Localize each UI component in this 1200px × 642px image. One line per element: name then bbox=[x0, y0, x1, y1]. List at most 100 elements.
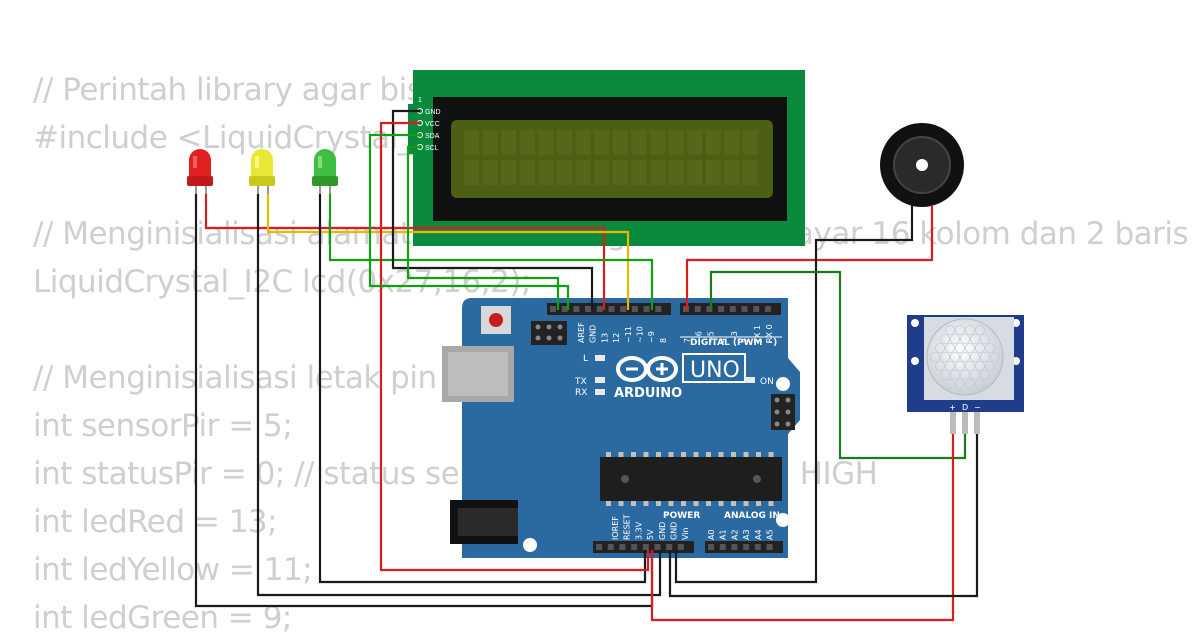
pir-lens-cell bbox=[980, 351, 991, 362]
header-hole[interactable] bbox=[643, 306, 650, 312]
header-hole[interactable] bbox=[561, 306, 568, 312]
lcd-cell bbox=[631, 160, 647, 185]
pin-label: ~11 bbox=[624, 326, 633, 343]
icsp-pin bbox=[785, 421, 791, 427]
pin-label: 8 bbox=[659, 338, 668, 343]
header-hole[interactable] bbox=[677, 544, 684, 550]
lcd-module: 1 GND VCC SDA SCL bbox=[408, 70, 805, 246]
header-hole[interactable] bbox=[753, 306, 760, 312]
chip-leg bbox=[631, 452, 636, 457]
chip-leg bbox=[706, 452, 711, 457]
arduino-logo-icon bbox=[616, 356, 678, 382]
pir-hole bbox=[911, 357, 919, 365]
header-hole[interactable] bbox=[607, 544, 614, 550]
header-hole[interactable] bbox=[706, 306, 713, 312]
lcd-cell bbox=[501, 130, 517, 155]
pir-lens-cell bbox=[935, 360, 946, 371]
power-jack-icon bbox=[450, 500, 518, 544]
chip-leg bbox=[718, 501, 724, 506]
buzzer-icon bbox=[880, 123, 964, 207]
lcd-cell bbox=[575, 130, 591, 155]
header-hole[interactable] bbox=[666, 544, 673, 550]
wire-lcd-gnd bbox=[391, 109, 594, 310]
pin-label: A4 bbox=[754, 529, 763, 540]
header-hole[interactable] bbox=[741, 306, 748, 312]
lcd-cell bbox=[687, 160, 703, 185]
uno-label: UNO bbox=[690, 358, 740, 383]
header-hole[interactable] bbox=[729, 306, 736, 312]
icsp-pin bbox=[546, 335, 552, 341]
pir-lens-cell bbox=[930, 351, 941, 362]
pin-label: A5 bbox=[766, 529, 775, 540]
chip-leg bbox=[768, 452, 774, 457]
header-hole[interactable] bbox=[718, 306, 725, 312]
header-hole[interactable] bbox=[631, 544, 638, 550]
led-yellow-dome bbox=[251, 149, 273, 176]
lcd-cell bbox=[631, 130, 647, 155]
pir-lens-cell bbox=[960, 333, 971, 344]
led-yellow-shine bbox=[255, 156, 259, 168]
pir-lens-cell bbox=[955, 378, 966, 389]
header-hole[interactable] bbox=[654, 544, 661, 550]
wire-yellow-led-pin11 bbox=[266, 194, 630, 310]
chip-leg bbox=[768, 501, 774, 506]
header-hole[interactable] bbox=[719, 544, 726, 550]
header-hole[interactable] bbox=[708, 544, 714, 550]
pir-pin-vcc[interactable] bbox=[950, 412, 956, 434]
header-hole[interactable] bbox=[550, 306, 556, 312]
chip-leg bbox=[643, 452, 649, 457]
header-hole[interactable] bbox=[585, 306, 592, 312]
icsp-pin bbox=[774, 421, 780, 427]
buzzer-hole bbox=[916, 159, 928, 171]
code-line: LiquidCrystal_I2C lcd(0x27,16,2); bbox=[33, 264, 531, 300]
pir-lens-cell bbox=[950, 369, 961, 380]
wire-pir-gnd bbox=[668, 434, 979, 598]
icsp-pin bbox=[785, 409, 791, 415]
header-hole[interactable] bbox=[596, 544, 602, 550]
icsp-pin bbox=[546, 324, 552, 330]
header-hole[interactable] bbox=[596, 306, 603, 312]
header-hole[interactable] bbox=[631, 306, 638, 312]
lcd-pin-label: SDA bbox=[425, 133, 440, 140]
header-hole[interactable] bbox=[764, 306, 771, 312]
header-hole[interactable] bbox=[754, 544, 761, 550]
wire-green-led-gnd bbox=[318, 194, 647, 584]
pin-label: AREF bbox=[577, 322, 586, 343]
header-hole[interactable] bbox=[608, 306, 615, 312]
lcd-cell bbox=[650, 130, 665, 155]
chip-leg bbox=[731, 501, 736, 506]
reset-button-cap[interactable] bbox=[489, 313, 503, 327]
header-hole[interactable] bbox=[642, 544, 649, 550]
pin-label: 5V bbox=[646, 529, 655, 540]
l-led bbox=[595, 355, 605, 361]
header-hole[interactable] bbox=[694, 306, 701, 312]
header-hole[interactable] bbox=[619, 544, 626, 550]
pir-pin-out[interactable] bbox=[962, 412, 968, 434]
pir-lens-cell bbox=[965, 378, 976, 389]
on-led-label: ON bbox=[760, 377, 774, 387]
pir-lens-cell bbox=[945, 324, 956, 335]
pin-label: IOREF bbox=[611, 516, 620, 540]
chip-leg bbox=[681, 501, 686, 506]
pir-lens-cell bbox=[975, 378, 986, 389]
icsp-pin bbox=[774, 409, 780, 415]
reset-button-icon[interactable] bbox=[481, 306, 511, 334]
header-hole[interactable] bbox=[766, 544, 773, 550]
l-led-label: L bbox=[583, 354, 588, 364]
pir-lens-cell bbox=[960, 351, 971, 362]
pin-label: GND bbox=[589, 325, 598, 343]
pir-pin-gnd[interactable] bbox=[974, 412, 980, 434]
header-hole[interactable] bbox=[655, 306, 662, 312]
header-hole[interactable] bbox=[573, 306, 580, 312]
lcd-cell bbox=[519, 160, 535, 185]
arduino-logo-text: ARDUINO bbox=[614, 386, 682, 401]
pir-pin-label: D bbox=[962, 403, 968, 412]
header-hole[interactable] bbox=[620, 306, 627, 312]
wire-green-led-pin9 bbox=[328, 194, 654, 310]
header-hole[interactable] bbox=[731, 544, 738, 550]
pir-lens-cell bbox=[990, 351, 1001, 362]
led-red-shine bbox=[193, 156, 197, 168]
header-hole[interactable] bbox=[743, 544, 750, 550]
lcd-i2c-header bbox=[408, 104, 426, 154]
